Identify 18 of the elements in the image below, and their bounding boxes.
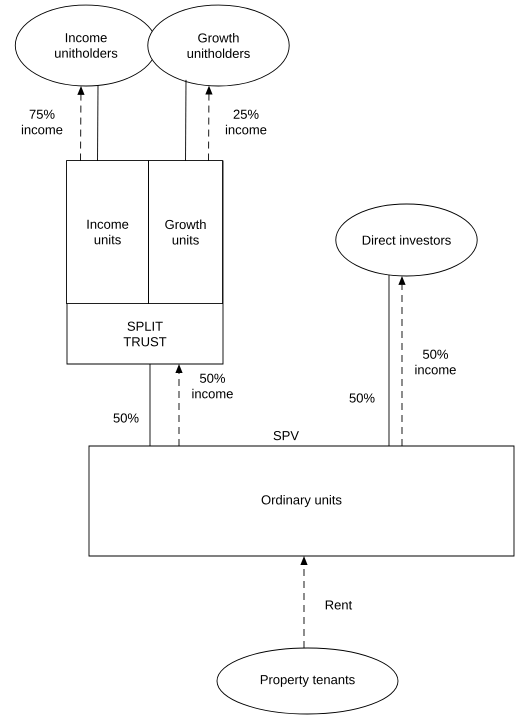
- edge-label: 50%: [350, 393, 375, 403]
- node-label: SPV: [274, 431, 299, 440]
- edge-label: 25% income: [226, 110, 266, 134]
- connector-line: [388, 274, 390, 446]
- edge-label: 50% income: [192, 374, 233, 398]
- edge-label: 75% income: [22, 110, 62, 134]
- edge-label: Rent: [326, 600, 352, 610]
- spv-box: SPV Ordinary units: [88, 431, 514, 556]
- box-node: Income units: [66, 160, 149, 304]
- ellipse-node: Direct investors: [335, 204, 478, 276]
- edge-label: 50% income: [415, 350, 456, 374]
- connector-line: [97, 84, 98, 161]
- edge-label: 50%: [114, 413, 139, 423]
- connector-line: [185, 79, 186, 161]
- ellipse-node: Income unitholders: [14, 4, 158, 86]
- ellipse-node: Growth unitholders: [147, 4, 290, 86]
- ellipse-node: Property tenants: [216, 648, 398, 714]
- box-node: Growth units: [148, 160, 223, 304]
